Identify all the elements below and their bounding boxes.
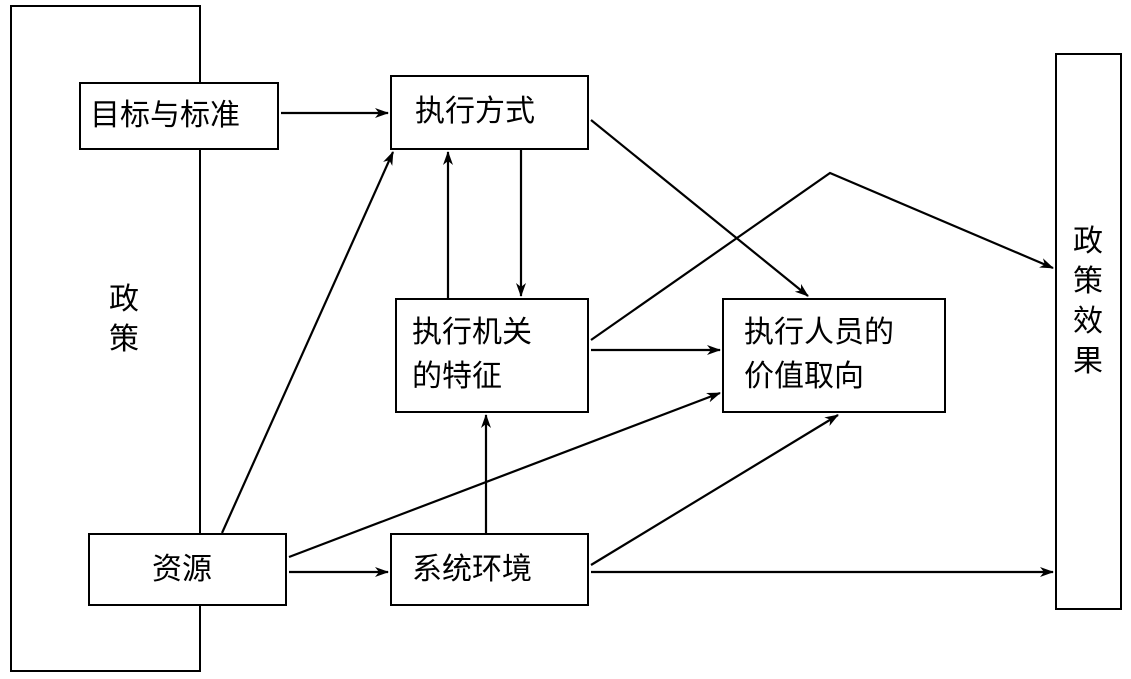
method-box [390, 75, 589, 150]
method-label: 执行方式 [415, 94, 535, 129]
staff-label-line1: 执行人员的 [744, 315, 894, 350]
environment-box [390, 533, 589, 606]
goals-box [79, 82, 279, 150]
resources-box [88, 533, 287, 606]
effect-box [1055, 53, 1122, 610]
effect-label: 政策效果 [1073, 224, 1103, 379]
environment-label: 系统环境 [412, 552, 532, 587]
arrow-environment-to-staff [590, 414, 839, 566]
goals-label: 目标与标准 [90, 98, 240, 133]
resources-label: 资源 [152, 552, 212, 587]
staff-label-line2: 价值取向 [744, 359, 864, 394]
arrow-resources-to-method [220, 151, 395, 534]
arrow-agency-to-effect [590, 171, 1054, 341]
arrow-resources-to-staff [288, 391, 721, 559]
agency-box [395, 298, 589, 413]
arrow-method-to-staff [590, 119, 809, 297]
agency-label-line2: 的特征 [412, 359, 502, 394]
policy-label: 政策 [109, 282, 139, 357]
staff-box [722, 298, 946, 413]
agency-label-line1: 执行机关 [412, 315, 532, 350]
